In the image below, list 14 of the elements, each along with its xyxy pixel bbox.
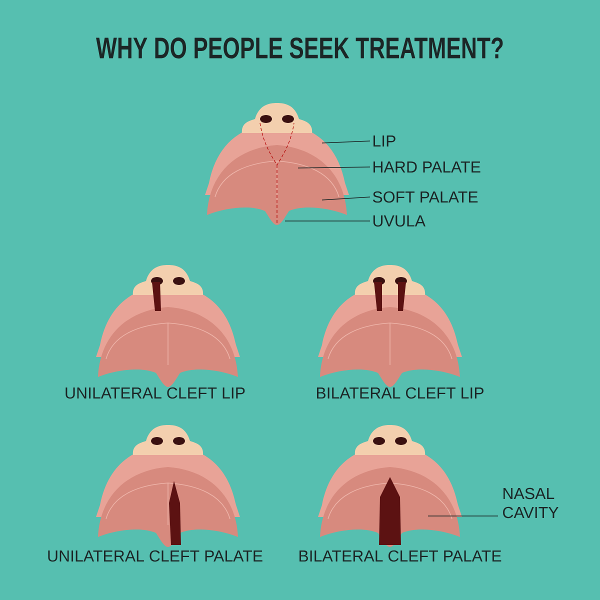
title: WHY DO PEOPLE SEEK TREATMENT?	[96, 38, 503, 58]
caption: UNILATERAL CLEFT LIP	[66, 387, 245, 399]
caption: UNILATERAL CLEFT PALATE	[48, 550, 262, 562]
part-label: UVULA	[373, 215, 426, 227]
leader-line	[322, 140, 370, 144]
leader-line	[322, 196, 370, 200]
part-label: HARD PALATE	[374, 162, 480, 172]
leader-line	[284, 220, 370, 222]
part-label: LIP	[374, 136, 396, 146]
part-label: NASAL CAVITY	[503, 488, 558, 518]
part-label: SOFT PALATE	[372, 191, 478, 203]
caption: BILATERAL CLEFT PALATE	[300, 550, 502, 562]
caption: BILATERAL CLEFT LIP	[317, 387, 484, 399]
leader-line	[298, 166, 370, 168]
